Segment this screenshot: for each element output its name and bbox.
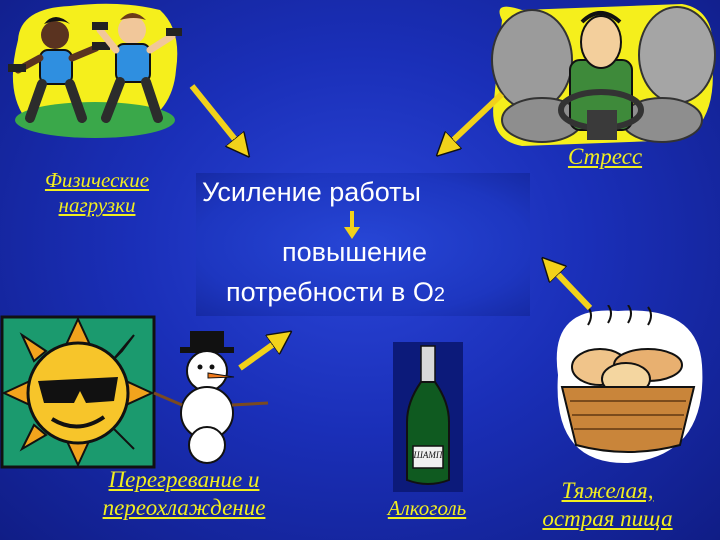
center-down-arrow xyxy=(344,211,360,239)
label-food: Тяжелая, острая пища xyxy=(515,477,700,532)
label-food-line-2: острая пища xyxy=(542,505,673,531)
arrow-temperature xyxy=(238,338,282,371)
label-food-line-1: Тяжелая, xyxy=(561,478,654,503)
arrow-stress xyxy=(445,91,505,148)
label-physical-line-1: Физические xyxy=(44,168,150,192)
center-line-3-main: потребности в О xyxy=(226,277,434,307)
sun-illustration xyxy=(0,315,158,470)
arrow-physical xyxy=(189,84,242,148)
bread-basket-illustration xyxy=(548,305,708,470)
label-temperature-line-2: переохлаждение xyxy=(102,494,266,520)
center-line-1: Усиление работы xyxy=(202,177,421,207)
label-temperature-line-1: Перегревание и xyxy=(108,467,260,492)
center-line-2: повышение xyxy=(282,237,428,267)
bottle-label-text: ШАМП xyxy=(413,450,443,460)
center-line-3: потребности в О2 xyxy=(226,277,445,308)
snowman-illustration xyxy=(150,325,275,465)
label-stress: Стресс xyxy=(550,143,660,171)
label-stress-text: Стресс xyxy=(567,144,643,169)
label-alcohol-text: Алкоголь xyxy=(387,496,467,520)
stress-driver-illustration xyxy=(482,0,720,150)
champagne-bottle-illustration: ШАМП xyxy=(393,342,463,492)
center-box: Усиление работы повышение потребности в … xyxy=(196,173,530,316)
label-temperature: Перегревание и переохлаждение xyxy=(58,466,310,521)
center-subscript: 2 xyxy=(433,284,445,306)
label-physical-line-2: нагрузки xyxy=(58,193,136,218)
arrow-food xyxy=(550,266,593,311)
label-alcohol: Алкоголь xyxy=(372,496,482,521)
label-physical: Физические нагрузки xyxy=(22,168,172,218)
exercise-illustration xyxy=(0,0,185,140)
